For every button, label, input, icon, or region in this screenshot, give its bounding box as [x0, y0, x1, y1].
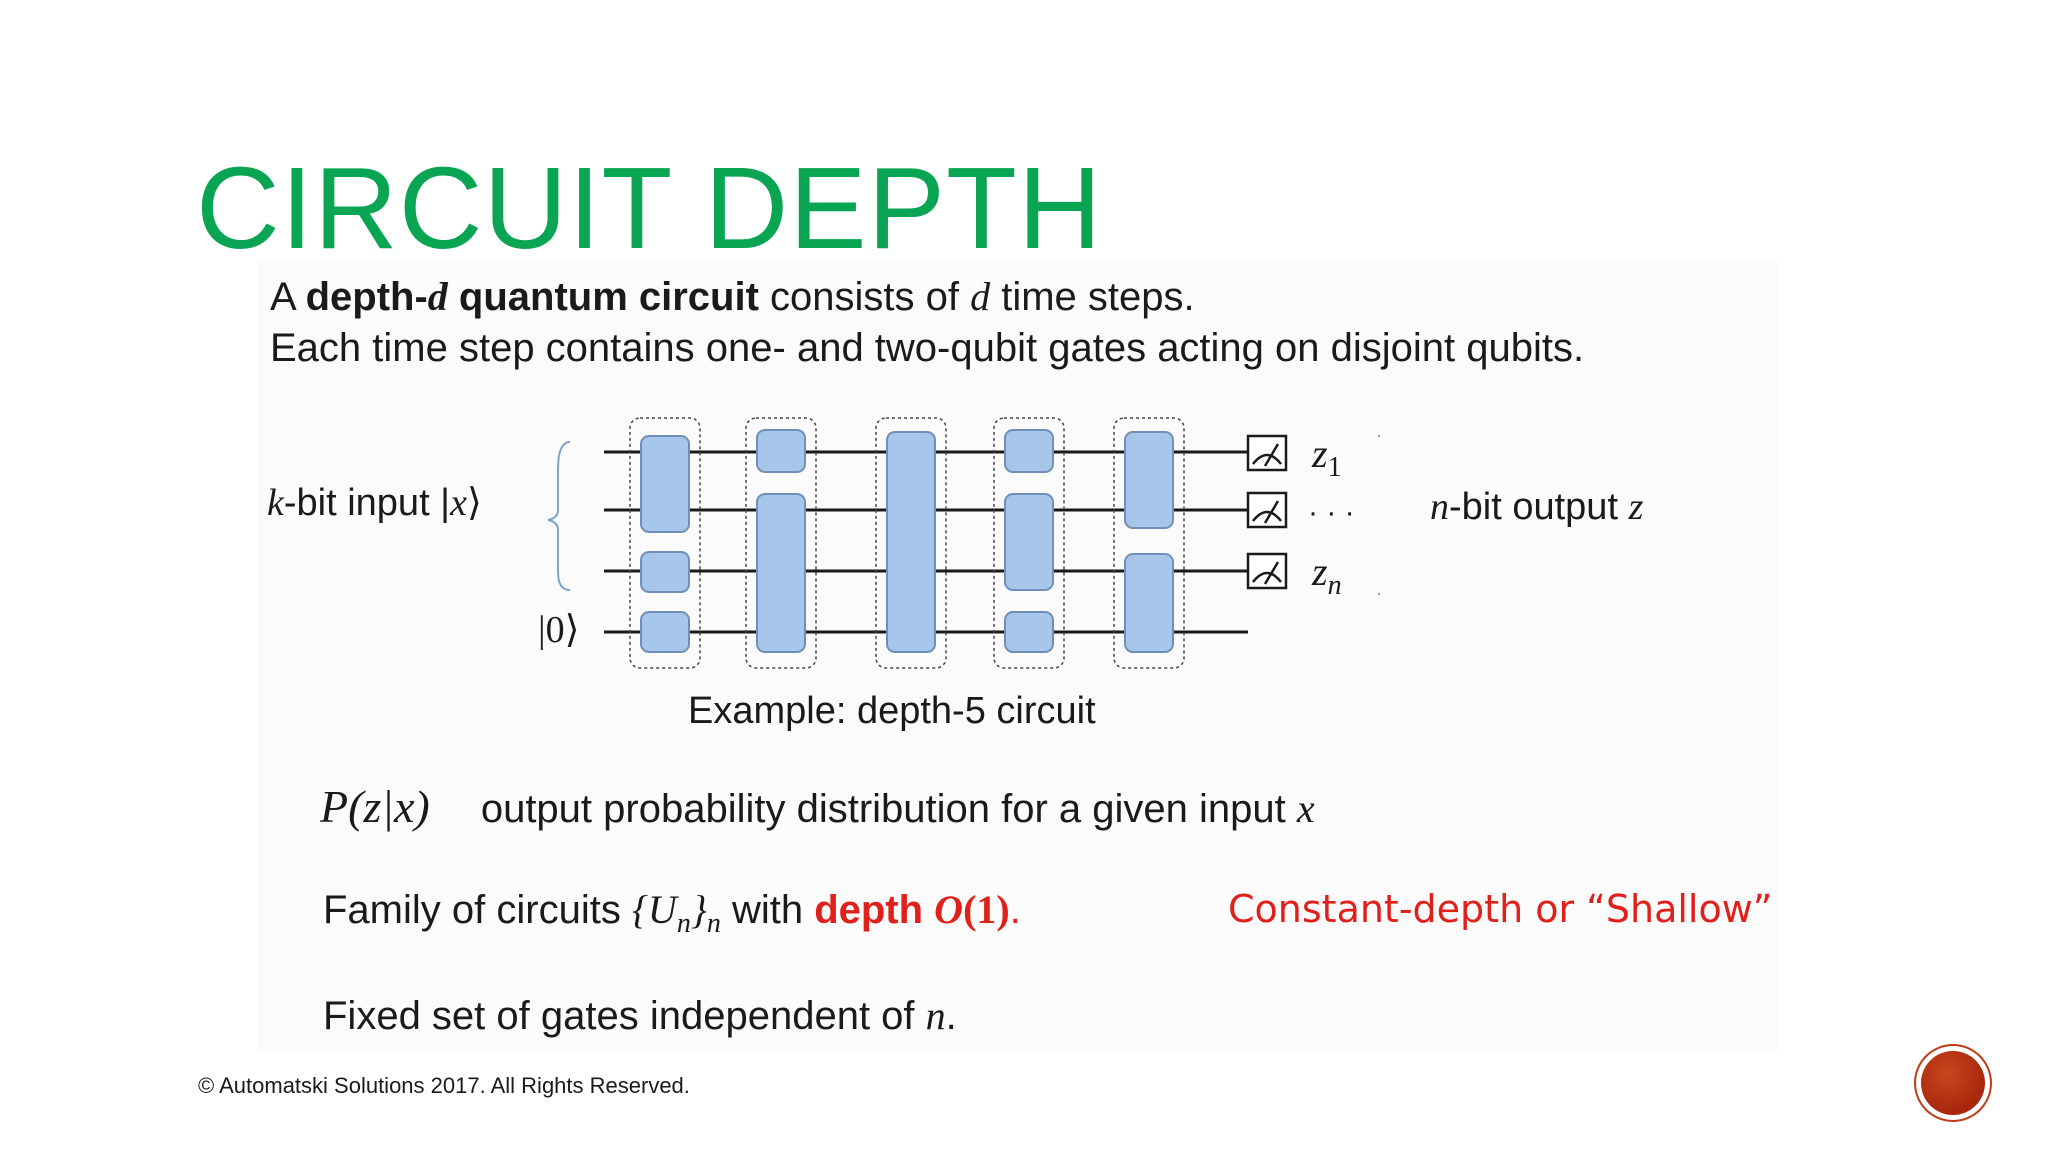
meter-icon — [1246, 491, 1288, 529]
gate — [640, 551, 690, 593]
copyright-footer: © Automatski Solutions 2017. All Rights … — [198, 1073, 690, 1098]
var-d: d — [970, 274, 991, 319]
gate — [1004, 611, 1054, 653]
shallow-note: Constant-depth or “Shallow” — [1228, 887, 1773, 931]
text-time-steps: time steps. — [990, 275, 1195, 319]
gate — [756, 493, 806, 653]
meter-icon — [1246, 434, 1288, 472]
output-brace — [1377, 435, 1380, 595]
time-step-3 — [875, 417, 947, 669]
gate — [1004, 493, 1054, 591]
var-x: x — [1296, 786, 1315, 831]
input-label: k-bit input |x⟩ — [267, 482, 482, 524]
definition-line-1: A depth-d quantum circuit consists of d … — [270, 274, 1195, 319]
family-line: Family of circuits {Un}n with depth O(1)… — [323, 890, 1021, 938]
text-depth: depth-d quantum circuit — [305, 274, 759, 319]
gate — [1004, 429, 1054, 473]
gate — [640, 435, 690, 533]
time-step-4 — [993, 417, 1065, 669]
probability-line: P(z|x) output probability distribution f… — [320, 784, 1315, 830]
gate — [756, 429, 806, 473]
gate — [886, 431, 936, 653]
definition-line-2: Each time step contains one- and two-qub… — [270, 326, 1585, 370]
output-zn: zn — [1312, 549, 1342, 601]
var-n: n — [925, 993, 946, 1038]
gate — [1124, 553, 1174, 653]
content-panel — [258, 262, 1778, 1052]
family-with: with — [720, 888, 815, 932]
gate — [640, 611, 690, 653]
probability-text: output probability distribution for a gi… — [480, 787, 1297, 831]
text-consists: consists of — [758, 275, 971, 319]
circuit-diagram — [547, 417, 1380, 669]
fixed-line: Fixed set of gates independent of n. — [323, 993, 957, 1038]
meter-icon — [1246, 552, 1288, 590]
family-set: {Un}n — [631, 887, 721, 939]
time-step-5 — [1113, 417, 1185, 669]
gate — [1124, 431, 1174, 529]
slide-title: CIRCUIT DEPTH — [196, 143, 1103, 273]
circle-button-icon — [1921, 1051, 1985, 1115]
fixed-text: Fixed set of gates independent of — [323, 994, 926, 1038]
text-a: A — [270, 275, 306, 319]
output-label: n-bit output z — [1430, 486, 1644, 528]
ancilla-label: |0⟩ — [538, 609, 580, 651]
input-brace — [547, 441, 571, 591]
diagram-caption: Example: depth-5 circuit — [688, 690, 1096, 732]
time-step-2 — [745, 417, 817, 669]
family-text: Family of circuits — [323, 888, 632, 932]
next-slide-button[interactable] — [1916, 1046, 1990, 1120]
output-z1: z1 — [1312, 431, 1342, 483]
period: . — [945, 994, 957, 1038]
output-dots: · · · — [1308, 496, 1355, 529]
depth-o1: depth O(1). — [814, 887, 1021, 932]
time-step-1 — [629, 417, 701, 669]
probability-symbol: P(z|x) — [320, 781, 430, 832]
